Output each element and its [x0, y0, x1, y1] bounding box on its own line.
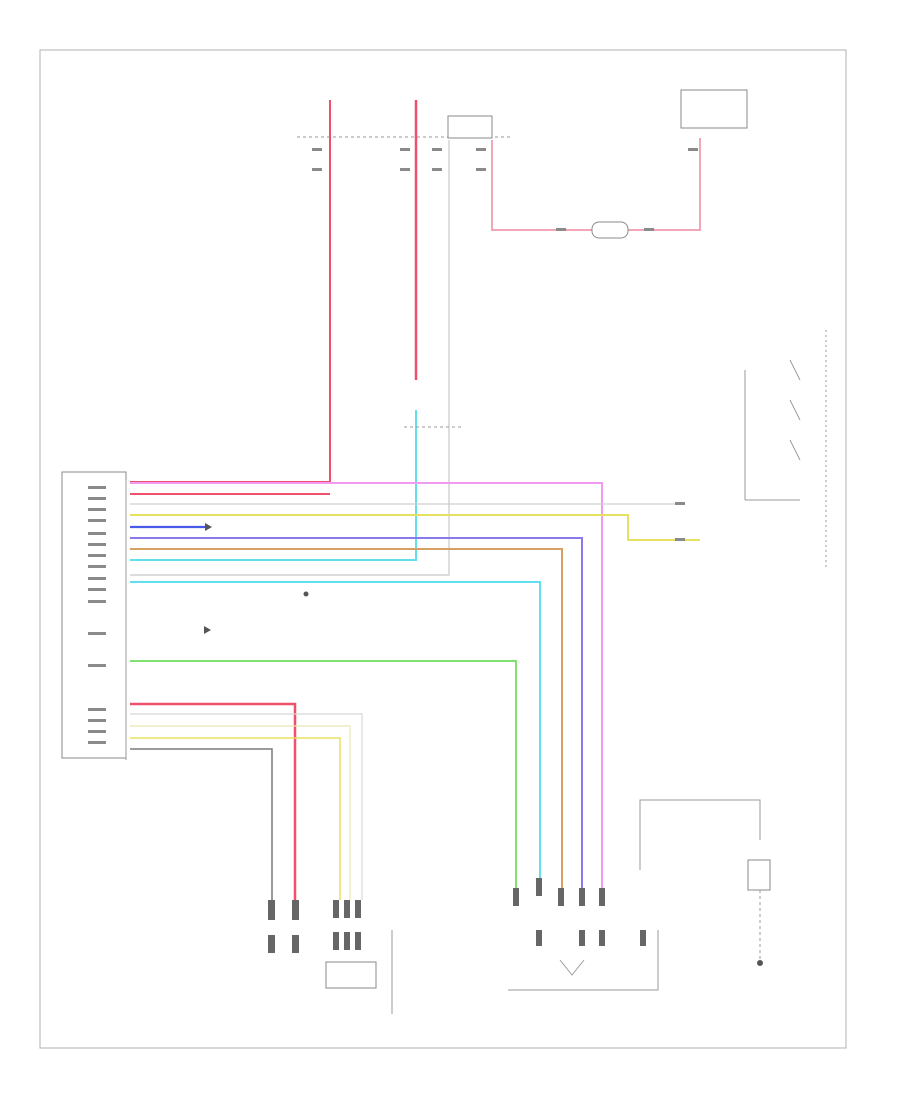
wire-violet-long	[130, 537, 583, 895]
wire-cyan-long	[130, 581, 541, 895]
wire-pink-loop-right	[628, 138, 701, 231]
wire-yellow-to-switch	[130, 514, 700, 541]
switch-icon-2	[789, 399, 801, 421]
junction-block-box	[447, 115, 493, 139]
ground-point-icon	[303, 591, 309, 597]
arrow-icon	[205, 523, 212, 531]
motor-ground-wire	[639, 799, 761, 870]
wire-cyan-feed	[130, 410, 417, 561]
wire-yellow-sensor	[130, 737, 341, 900]
switch-icon-3	[789, 439, 801, 461]
motor-connector-border	[508, 930, 659, 991]
wire-lgray-sensor	[130, 713, 363, 900]
wire-tag-marks	[312, 148, 698, 541]
control-module-box	[61, 471, 127, 759]
module-pin-marks	[88, 486, 106, 744]
wire-magenta-long	[130, 482, 603, 895]
wire-orange-long	[130, 548, 563, 895]
connector-pins-left	[268, 900, 361, 953]
wire-red-sensor	[130, 702, 297, 900]
connector-pins-right	[513, 878, 646, 946]
wire-pink-loop-left	[491, 140, 592, 231]
switch-icon-1	[789, 359, 801, 381]
wire-cream-sensor	[130, 725, 351, 900]
diagram-border	[39, 49, 847, 1049]
wire-black-sensor	[130, 748, 273, 900]
inline-fuse-icon	[591, 221, 629, 239]
relay-box	[680, 89, 748, 129]
ground-icon	[757, 960, 763, 966]
wire-red-pwr-left	[130, 100, 331, 483]
wire-green-long	[130, 660, 517, 895]
sensor-connector-box	[325, 961, 377, 989]
motor-symbol-icon	[559, 959, 585, 976]
ground-fuse-icon	[747, 859, 771, 891]
wire-gray-feed	[130, 140, 450, 576]
arrow-icon-2	[204, 626, 211, 634]
